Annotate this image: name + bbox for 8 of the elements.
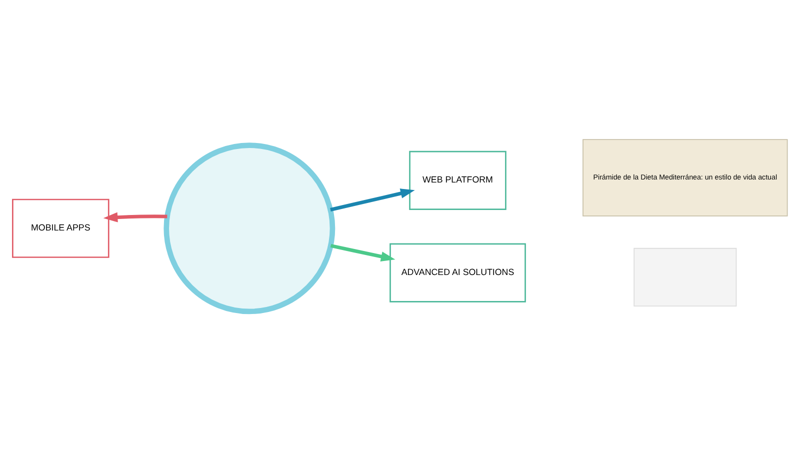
- node-box: [634, 247, 737, 306]
- arrow: [330, 243, 396, 261]
- node-box: WEB PLATFORM: [409, 150, 506, 210]
- arrow: [103, 212, 168, 222]
- node-box: MOBILE APPS: [12, 198, 110, 258]
- node-circle: [164, 142, 336, 314]
- arrow: [330, 188, 415, 211]
- node-box: ADVANCED AI SOLUTIONS: [390, 242, 526, 302]
